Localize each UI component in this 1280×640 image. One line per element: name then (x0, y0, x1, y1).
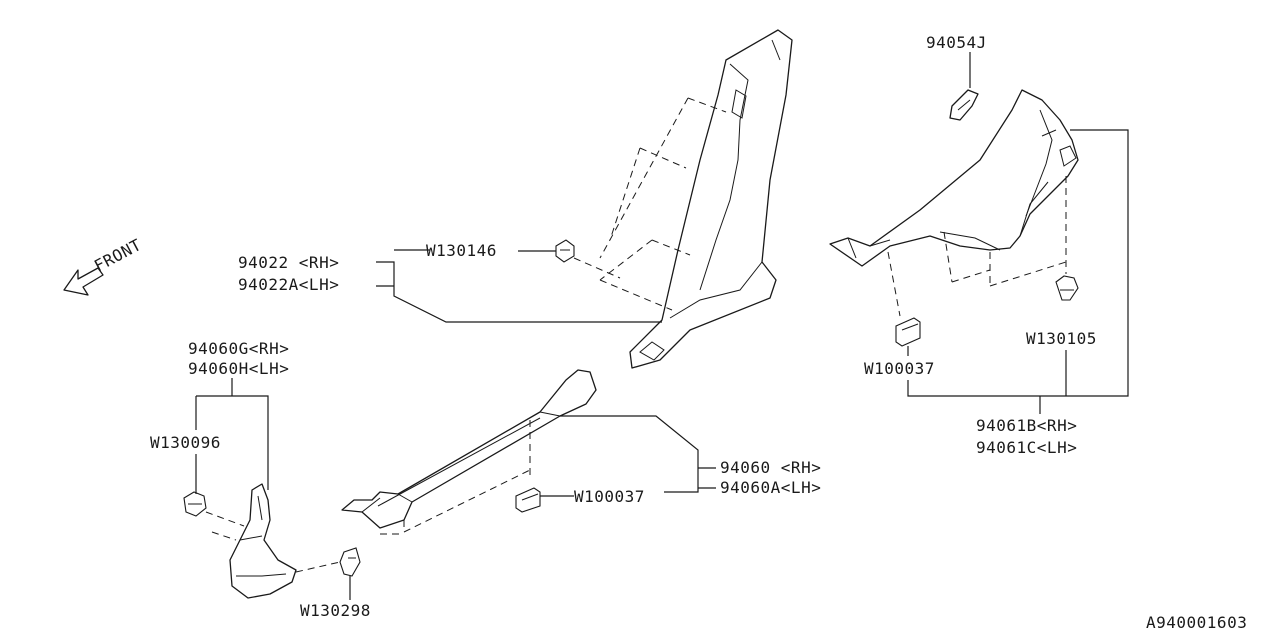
label-w130298: W130298 (300, 601, 371, 620)
label-94022a-lh: 94022A<LH> (238, 275, 339, 294)
label-94061b-rh: 94061B<RH> (976, 416, 1077, 435)
front-label: FRONT (91, 235, 145, 276)
label-94054j: 94054J (926, 33, 987, 52)
label-w130105: W130105 (1026, 329, 1097, 348)
side-sill-plate (341, 369, 597, 529)
clip-w130298 (339, 547, 361, 577)
diagram-code: A940001603 (1146, 613, 1247, 632)
label-w130146: W130146 (426, 241, 497, 260)
clip-w100037-center (515, 487, 541, 513)
front-arrow (63, 267, 104, 296)
label-94060a-lh: 94060A<LH> (720, 478, 821, 497)
label-94022-rh: 94022 <RH> (238, 253, 339, 272)
label-94061c-lh: 94061C<LH> (976, 438, 1077, 457)
rear-quarter-trim (829, 89, 1079, 267)
clip-w130105 (1055, 275, 1079, 301)
leader-lines (195, 52, 1129, 600)
label-94060g-rh: 94060G<RH> (188, 339, 289, 358)
clip-w100037-right (895, 317, 921, 347)
kick-panel-dashed-guides (205, 511, 341, 573)
rear-trim-dashed-guides (887, 176, 1067, 317)
label-w100037-center: W100037 (574, 487, 645, 506)
label-w130096: W130096 (150, 433, 221, 452)
kick-panel-trim (229, 483, 297, 599)
center-pillar-trim (629, 29, 793, 369)
pillar-dashed-guides (573, 97, 727, 311)
label-94060-rh: 94060 <RH> (720, 458, 821, 477)
part-94054j (949, 89, 979, 121)
clip-w130096 (183, 491, 207, 517)
clip-w130146 (555, 239, 575, 263)
label-94060h-lh: 94060H<LH> (188, 359, 289, 378)
sill-dashed-guides (380, 420, 531, 535)
label-w100037-right: W100037 (864, 359, 935, 378)
